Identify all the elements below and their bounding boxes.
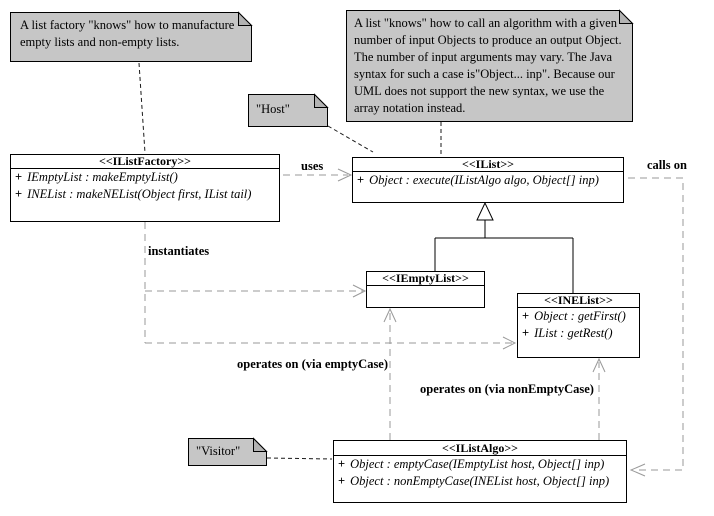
method-signature: IEmptyList : makeEmptyList(): [27, 170, 178, 184]
operates-nonemptycase-arrowhead-icon: [592, 357, 606, 373]
class-iemptylist-title: <<IEmptyList>>: [367, 272, 484, 286]
instantiates-nelist-arrowhead-icon: [502, 336, 517, 350]
operates-emptycase-label: operates on (via emptyCase): [237, 357, 389, 371]
operates-nonemptycase-label: operates on (via nonEmptyCase): [420, 382, 594, 396]
factory-note-connector: [138, 62, 146, 154]
uses-label: uses: [301, 159, 324, 173]
visitor-note-connector: [266, 457, 333, 460]
method-emptycase: + Object : emptyCase(IEmptyList host, Obj…: [334, 456, 626, 473]
class-ilist-title: <<IList>>: [353, 158, 623, 172]
method-makeemptylist: + IEmptyList : makeEmptyList(): [11, 169, 279, 186]
class-ilistfactory-title: <<IListFactory>>: [11, 155, 279, 169]
visibility-plus: +: [522, 326, 530, 340]
list-note-text: A list "knows" how to call an algorithm …: [354, 16, 622, 115]
method-signature: IList : getRest(): [534, 326, 613, 340]
note-fold-icon: [619, 9, 634, 24]
class-ilistfactory[interactable]: <<IListFactory>> + IEmptyList : makeEmpty…: [10, 154, 280, 222]
note-fold-icon: [253, 437, 268, 452]
visibility-plus: +: [15, 170, 23, 184]
host-note-text: "Host": [256, 102, 290, 116]
method-execute: + Object : execute(IListAlgo algo, Object…: [353, 172, 623, 189]
visibility-plus: +: [522, 309, 530, 323]
visitor-note-shape[interactable]: [188, 437, 268, 466]
host-note-connector: [327, 125, 374, 153]
note-fold-icon: [314, 93, 329, 108]
method-signature: Object : execute(IListAlgo algo, Object[…: [369, 173, 599, 187]
method-signature: Object : nonEmptyCase(INEList host, Obje…: [350, 474, 610, 488]
calls-on-label: calls on: [647, 158, 687, 172]
class-ilistalgo-title: <<IListAlgo>>: [334, 441, 626, 456]
method-signature: Object : emptyCase(IEmptyList host, Obje…: [350, 457, 605, 471]
operates-emptycase-arrowhead-icon: [383, 307, 397, 323]
class-inelist-title: <<INEList>>: [518, 294, 639, 308]
method-signature: Object : getFirst(): [534, 309, 626, 323]
generalization-triangle-icon: [476, 201, 494, 221]
visibility-plus: +: [15, 187, 23, 201]
calls-on-dependency-line: [628, 177, 684, 471]
host-note-shape[interactable]: [248, 93, 329, 127]
instantiates-emptylist-arrowhead-icon: [352, 284, 367, 298]
method-getrest: + IList : getRest(): [518, 325, 639, 342]
uses-arrowhead-icon: [337, 168, 353, 182]
class-ilist[interactable]: <<IList>> + Object : execute(IListAlgo al…: [352, 157, 624, 203]
class-ilistalgo[interactable]: <<IListAlgo>> + Object : emptyCase(IEmpty…: [333, 440, 627, 503]
method-nonemptycase: + Object : nonEmptyCase(INEList host, Obj…: [334, 473, 626, 490]
method-signature: INEList : makeNEList(Object first, IList…: [27, 187, 252, 201]
visitor-note-text: "Visitor": [196, 444, 241, 458]
factory-note-shape[interactable]: [10, 11, 253, 62]
visibility-plus: +: [338, 457, 346, 471]
instantiates-label: instantiates: [148, 244, 210, 258]
method-makenelist: + INEList : makeNEList(Object first, ILis…: [11, 186, 279, 203]
visibility-plus: +: [338, 474, 346, 488]
list-note-shape[interactable]: [346, 9, 634, 122]
class-iemptylist[interactable]: <<IEmptyList>>: [366, 271, 485, 308]
visibility-plus: +: [357, 173, 365, 187]
calls-on-arrowhead-icon: [629, 463, 646, 477]
class-inelist[interactable]: <<INEList>> + Object : getFirst() + IList …: [517, 293, 640, 358]
method-getfirst: + Object : getFirst(): [518, 308, 639, 325]
factory-note-text: A list factory "knows" how to manufactur…: [20, 18, 235, 49]
note-fold-icon: [238, 11, 253, 26]
